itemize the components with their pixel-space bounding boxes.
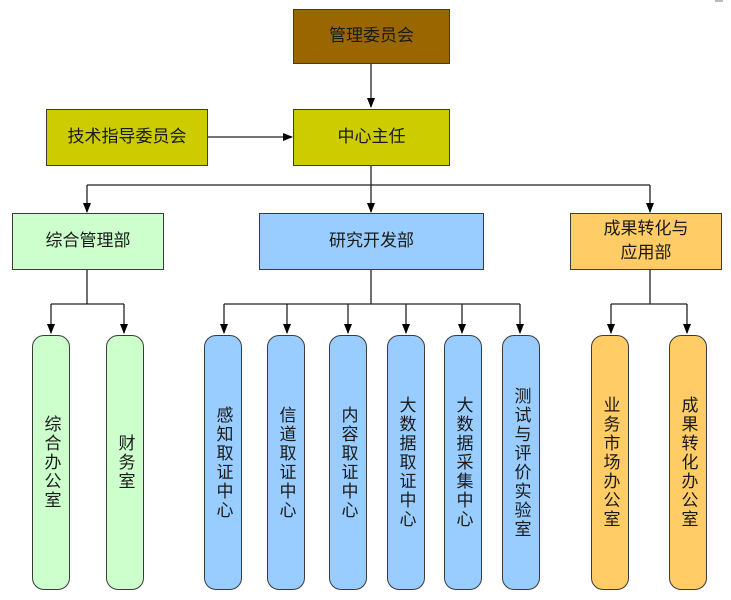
unit-content-forensics: 内容取证中心 [329,335,367,590]
dept-research-development-box: 研究开发部 [259,213,484,270]
management-committee-label: 管理委员会 [329,25,414,46]
unit-label: 综合办公室 [40,415,61,510]
unit-general-office: 综合办公室 [32,335,70,590]
unit-label: 大数据采集中心 [452,396,473,529]
dept-general-management-box: 综合管理部 [12,213,164,270]
unit-bigdata-collection: 大数据采集中心 [444,335,482,590]
unit-label: 业务市场办公室 [599,396,620,529]
dept-label: 研究开发部 [329,230,414,251]
management-committee-box: 管理委员会 [293,9,450,64]
center-director-box: 中心主任 [293,109,450,166]
unit-label: 感知取证中心 [212,405,233,520]
unit-finance-office: 财务室 [106,335,144,590]
unit-label: 内容取证中心 [337,405,358,520]
unit-testing-evaluation-lab: 测试与评价实验室 [502,335,540,590]
dept-achievement-transfer-box: 成果转化与 应用部 [570,213,722,270]
unit-business-market-office: 业务市场办公室 [591,335,629,590]
unit-label: 成果转化办公室 [677,396,698,529]
advisory-committee-box: 技术指导委员会 [46,109,208,166]
unit-channel-forensics: 信道取证中心 [267,335,305,590]
advisory-committee-label: 技术指导委员会 [67,126,187,147]
dept-label-line-2: 应用部 [620,242,672,263]
unit-label: 大数据取证中心 [395,396,416,529]
center-director-label: 中心主任 [337,126,406,147]
unit-achievement-transfer-office: 成果转化办公室 [669,335,707,590]
dept-label-line-1: 成果转化与 [603,218,689,239]
unit-label: 信道取证中心 [275,405,296,520]
unit-perception-forensics: 感知取证中心 [204,335,242,590]
unit-label: 财务室 [114,434,135,491]
unit-label: 测试与评价实验室 [510,386,531,539]
dept-label: 综合管理部 [45,230,131,251]
unit-bigdata-forensics: 大数据取证中心 [387,335,425,590]
corner-mark [715,0,723,2]
